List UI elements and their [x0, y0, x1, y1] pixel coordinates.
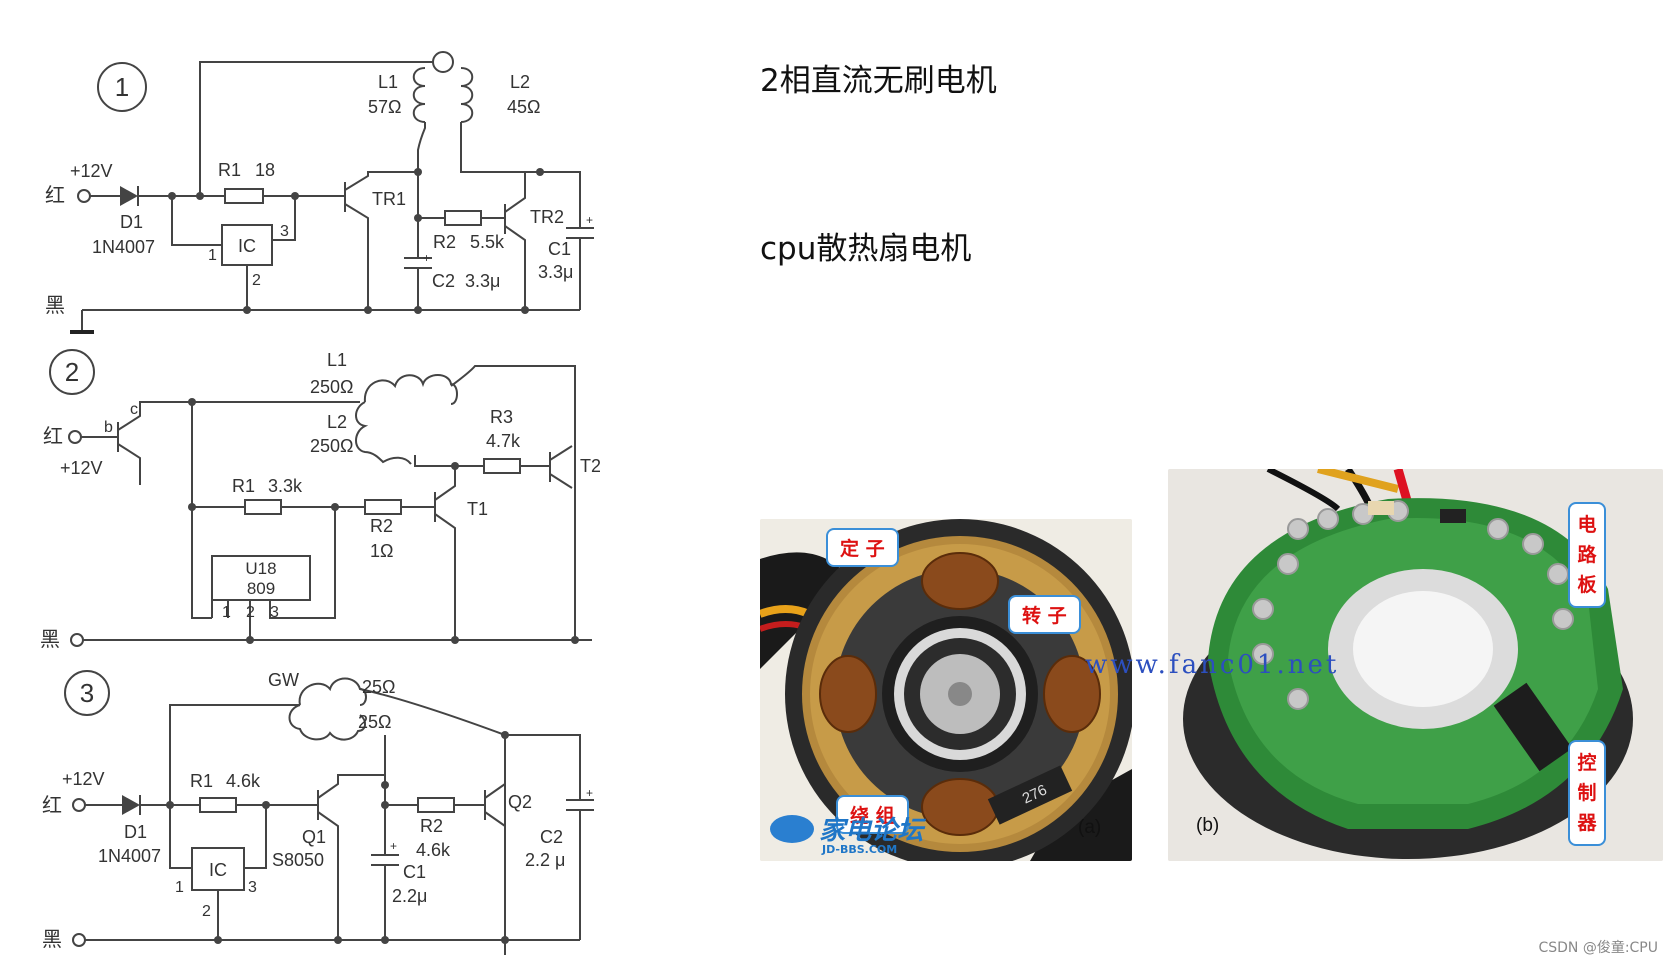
c3-ic-pin3: 3 [248, 879, 257, 896]
c3-ic-pin2: 2 [202, 903, 211, 920]
c1-d1-label: D1 [120, 212, 143, 232]
c2-l2-value: 250Ω [310, 436, 354, 456]
c2-r2-label: R2 [370, 516, 393, 536]
c3-c2-value: 2.2 μ [525, 850, 565, 870]
c1-ic-pin2: 2 [252, 272, 261, 289]
c2-r1-label: R1 [232, 476, 255, 496]
c2-r2-value: 1Ω [370, 541, 393, 561]
c3-c1-value: 2.2μ [392, 886, 427, 906]
circuit-2: 2 红 b c +12V L1 250Ω L2 250Ω R1 3.3k R2 … [40, 349, 600, 651]
c1-c2-label: C2 [432, 271, 455, 291]
c1-ic-pin3: 3 [280, 223, 289, 240]
c3-d1-label: D1 [124, 822, 147, 842]
c1-l2-value: 45Ω [507, 97, 540, 117]
watermark-url: www.fanc01.net [1085, 650, 1340, 680]
c2-t1-label: T1 [467, 499, 488, 519]
c2-r3-label: R3 [490, 407, 513, 427]
c1-r2-label: R2 [433, 232, 456, 252]
c3-vin-label: +12V [62, 769, 105, 789]
site-logo: 家电论坛 JD-BBS.COM [770, 810, 923, 856]
c3-ic-label: IC [209, 860, 227, 880]
caption-b: (b) [1196, 815, 1220, 836]
c1-l1-value: 57Ω [368, 97, 401, 117]
c2-black-label: 黑 [40, 629, 60, 651]
c3-coil2-value: 25Ω [358, 712, 391, 732]
c1-d1-part: 1N4007 [92, 237, 155, 257]
c1-ic-label: IC [238, 236, 256, 256]
circuit-2-number: 2 [65, 357, 79, 387]
c3-coil1-value: 25Ω [362, 677, 395, 697]
c2-vin-label: +12V [60, 458, 103, 478]
logo-swoosh-icon [770, 814, 814, 843]
label-circuit-board: 电 路 板 [1568, 502, 1606, 608]
c1-r2-value: 5.5k [470, 232, 505, 252]
c3-q1-part: S8050 [272, 850, 324, 870]
c2-l1-value: 250Ω [310, 377, 354, 397]
circuit-1: 1 L1 57Ω L2 45Ω 红 +12V D1 1N4007 R1 18 [45, 51, 594, 334]
c1-c1-label: C1 [548, 239, 571, 259]
c2-t2-label: T2 [580, 456, 600, 476]
c3-c2-label: C2 [540, 827, 563, 847]
circuit-schematics: 1 L1 57Ω L2 45Ω 红 +12V D1 1N4007 R1 18 [40, 51, 600, 955]
c2-u18-part: 809 [247, 579, 275, 598]
c3-q1-label: Q1 [302, 827, 326, 847]
title-2-phase-bldc: 2相直流无刷电机 [760, 63, 997, 99]
c2-red-label: 红 [43, 425, 63, 448]
c2-l2-label: L2 [327, 412, 347, 432]
fan-pcb-image [1168, 469, 1663, 861]
c1-tr2-label: TR2 [530, 207, 564, 227]
title-cpu-fan-motor: cpu散热扇电机 [760, 231, 972, 267]
c1-l2-label: L2 [510, 72, 530, 92]
svg-text:+: + [390, 839, 397, 853]
c3-gw-label: GW [268, 670, 299, 690]
c3-r1-label: R1 [190, 771, 213, 791]
c3-ic-pin1: 1 [175, 879, 184, 896]
c3-black-label: 黑 [42, 929, 62, 951]
c3-r2-label: R2 [420, 816, 443, 836]
caption-a: (a) [1078, 817, 1102, 838]
c2-u18-label: U18 [245, 559, 276, 578]
logo-text: 家电论坛 [819, 816, 924, 846]
label-stator: 定 子 [826, 528, 899, 567]
c1-c1-value: 3.3μ [538, 262, 573, 282]
c3-q2-label: Q2 [508, 792, 532, 812]
c3-d1-part: 1N4007 [98, 846, 161, 866]
circuit-3: 3 GW 25Ω 25Ω 红 +12V D1 1N4007 R1 4.6k IC… [42, 670, 594, 955]
svg-text:+: + [586, 213, 593, 227]
c1-ic-pin1: 1 [208, 247, 217, 264]
circuit-1-number: 1 [115, 72, 129, 102]
label-controller: 控 制 器 [1568, 740, 1606, 846]
c2-u18-pin3: 3 [270, 604, 279, 621]
circuit-3-number: 3 [80, 678, 94, 708]
c1-r1-label: R1 [218, 160, 241, 180]
c3-red-label: 红 [42, 794, 62, 817]
c1-red-label: 红 [45, 184, 65, 207]
label-rotor: 转 子 [1008, 595, 1081, 634]
c2-b-label: b [104, 419, 113, 436]
c1-c2-value: 3.3μ [465, 271, 500, 291]
logo-subtext: JD-BBS.COM [822, 843, 898, 856]
c3-c1-label: C1 [403, 862, 426, 882]
c2-l1-label: L1 [327, 350, 347, 370]
c1-vin-label: +12V [70, 161, 113, 181]
svg-text:+: + [586, 786, 593, 800]
label-winding: 绕 组 [836, 795, 909, 834]
c3-r2-value: 4.6k [416, 840, 451, 860]
svg-text:+: + [423, 251, 430, 265]
csdn-credit: CSDN @俊童:CPU [1538, 940, 1658, 956]
c1-tr1-label: TR1 [372, 189, 406, 209]
c1-l1-label: L1 [378, 72, 398, 92]
c1-r1-value: 18 [255, 160, 275, 180]
c2-r3-value: 4.7k [486, 431, 521, 451]
c1-black-label: 黑 [45, 295, 65, 317]
c2-c-label: c [130, 401, 138, 418]
c2-r1-value: 3.3k [268, 476, 303, 496]
c2-u18-pin2: 2 [246, 604, 255, 621]
c2-u18-pin1: 1 [222, 604, 231, 621]
c3-r1-value: 4.6k [226, 771, 261, 791]
